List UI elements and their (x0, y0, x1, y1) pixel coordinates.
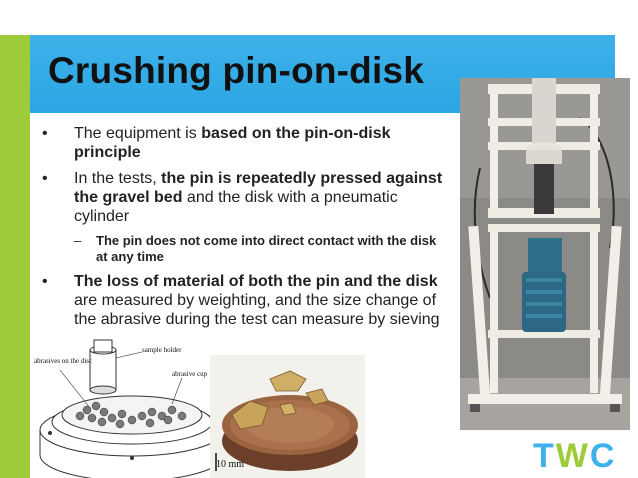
label-sample-holder: sample holder (142, 346, 182, 354)
label-abrasives: abrasives on the disc (34, 357, 92, 365)
bullet-item: The loss of material of both the pin and… (30, 272, 450, 329)
pin-on-disk-diagram: abrasives on the disc sample holder abra… (32, 330, 232, 478)
equipment-photo (460, 78, 630, 430)
sub-bullet-text: The pin does not come into direct contac… (96, 233, 437, 264)
left-accent-band (0, 35, 30, 478)
sub-bullet-item: The pin does not come into direct contac… (30, 233, 450, 265)
logo-letter-c: C (589, 437, 617, 475)
logo-letter-t: T (533, 437, 556, 475)
disk-sample-photo: 10 mm (210, 355, 365, 478)
bullet-text: In the tests, (74, 170, 162, 187)
logo-letter-w: W (555, 437, 590, 475)
label-abrasive-cup: abrasive cup (172, 370, 208, 378)
bullet-bold-text: based on the pin-on-disk principle (74, 125, 391, 161)
bullet-item: In the tests, the pin is repeatedly pres… (30, 169, 450, 226)
bullet-text: and the disk with a pneumatic cylinder (74, 189, 398, 225)
bullet-list: The equipment is based on the pin-on-dis… (30, 124, 450, 336)
bullet-bold-text: the pin is repeatedly pressed against th… (74, 170, 443, 206)
bullet-text: are measured by weighting, and the size … (74, 292, 440, 328)
slide-title: Crushing pin-on-disk (48, 50, 425, 91)
bullet-item: The equipment is based on the pin-on-dis… (30, 124, 450, 162)
bullet-text: The equipment is (74, 125, 202, 142)
scale-label: 10 mm (216, 459, 244, 470)
bullet-bold-text: The loss of material of both the pin and… (74, 273, 438, 290)
twc-logo: TWC (533, 437, 628, 475)
